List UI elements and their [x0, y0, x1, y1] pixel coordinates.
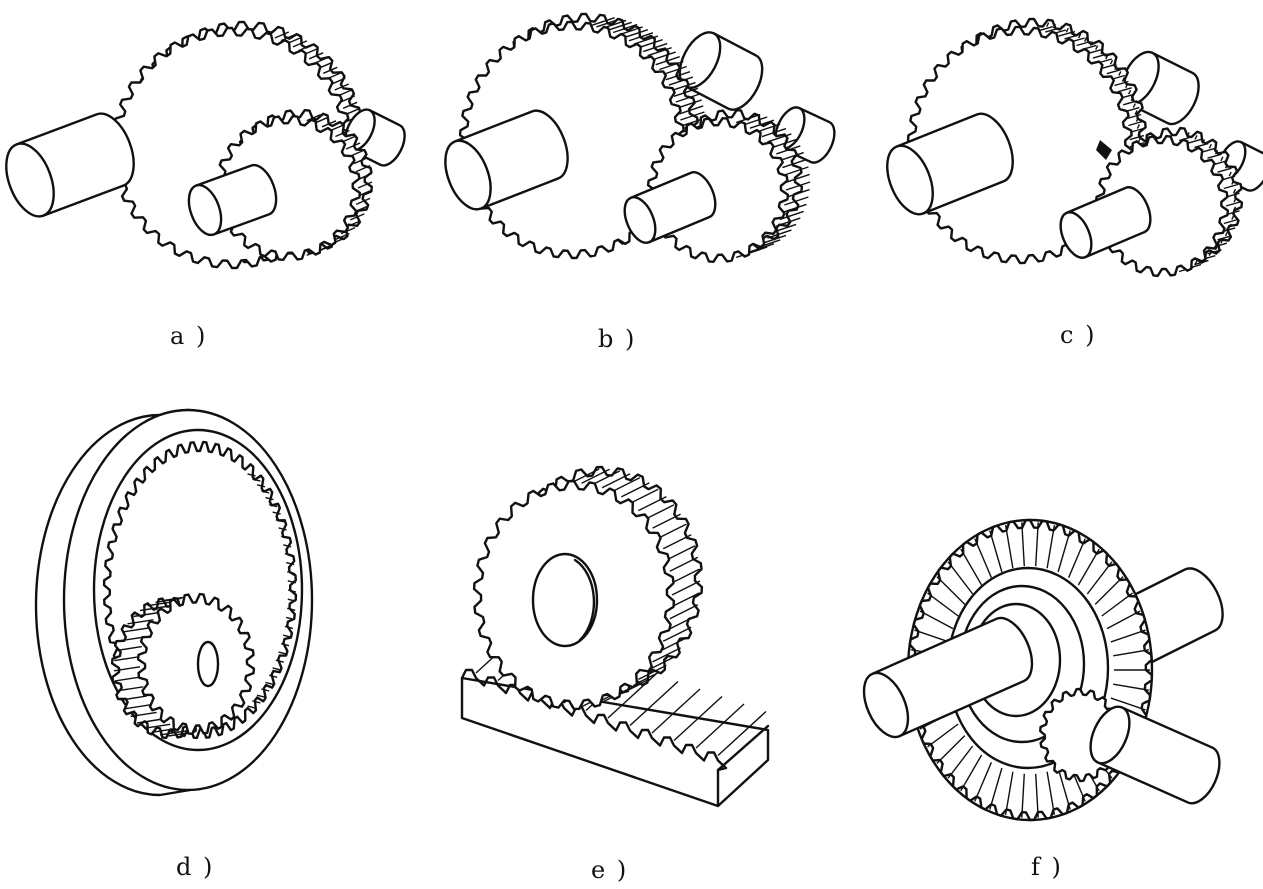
panel-a-spur-gears [5, 20, 406, 270]
caption-b: b ) [598, 325, 637, 353]
panel-d-ring-teeth [102, 440, 298, 740]
caption-c: c ) [1060, 321, 1097, 349]
panel-b-big-shaft-front [444, 109, 569, 211]
panel-b-small-shaft-front [623, 171, 717, 244]
panel-f-bevel-gears [862, 518, 1224, 822]
panel-b-big-shaft-back [678, 31, 764, 111]
panel-a-big-shaft-front [5, 112, 135, 218]
panel-d-internal-gear [34, 408, 314, 797]
panel-e-pinion-teeth [570, 468, 701, 708]
panel-c-big-shaft-front [886, 112, 1014, 216]
caption-e: e ) [591, 856, 629, 884]
caption-a: a ) [170, 322, 208, 350]
panel-d-pinion-bore [196, 640, 220, 688]
panel-e-pinion-bore [531, 552, 599, 648]
panel-c-big-shaft-back [1120, 50, 1200, 126]
panel-f-front-shaft [862, 616, 1034, 739]
panel-c-small-teeth [1178, 132, 1241, 273]
caption-f: f ) [1031, 853, 1063, 881]
caption-d: d ) [176, 853, 215, 881]
panel-c-herringbone-gears [886, 17, 1263, 278]
panel-e-rack-and-pinion [460, 465, 770, 808]
panel-b-helical-gears [444, 12, 836, 263]
panel-d-pinion [136, 592, 256, 736]
panel-a-small-shaft-front [187, 163, 278, 237]
panel-e-rack-teeth [460, 668, 728, 772]
panel-c-small-shaft-front [1059, 186, 1152, 259]
panel-d-pinion-teeth [113, 595, 195, 737]
panel-b-small-shaft-back [774, 106, 836, 164]
panel-f-pinion-shaft [1089, 705, 1221, 805]
panel-e-rack-body [460, 676, 770, 808]
